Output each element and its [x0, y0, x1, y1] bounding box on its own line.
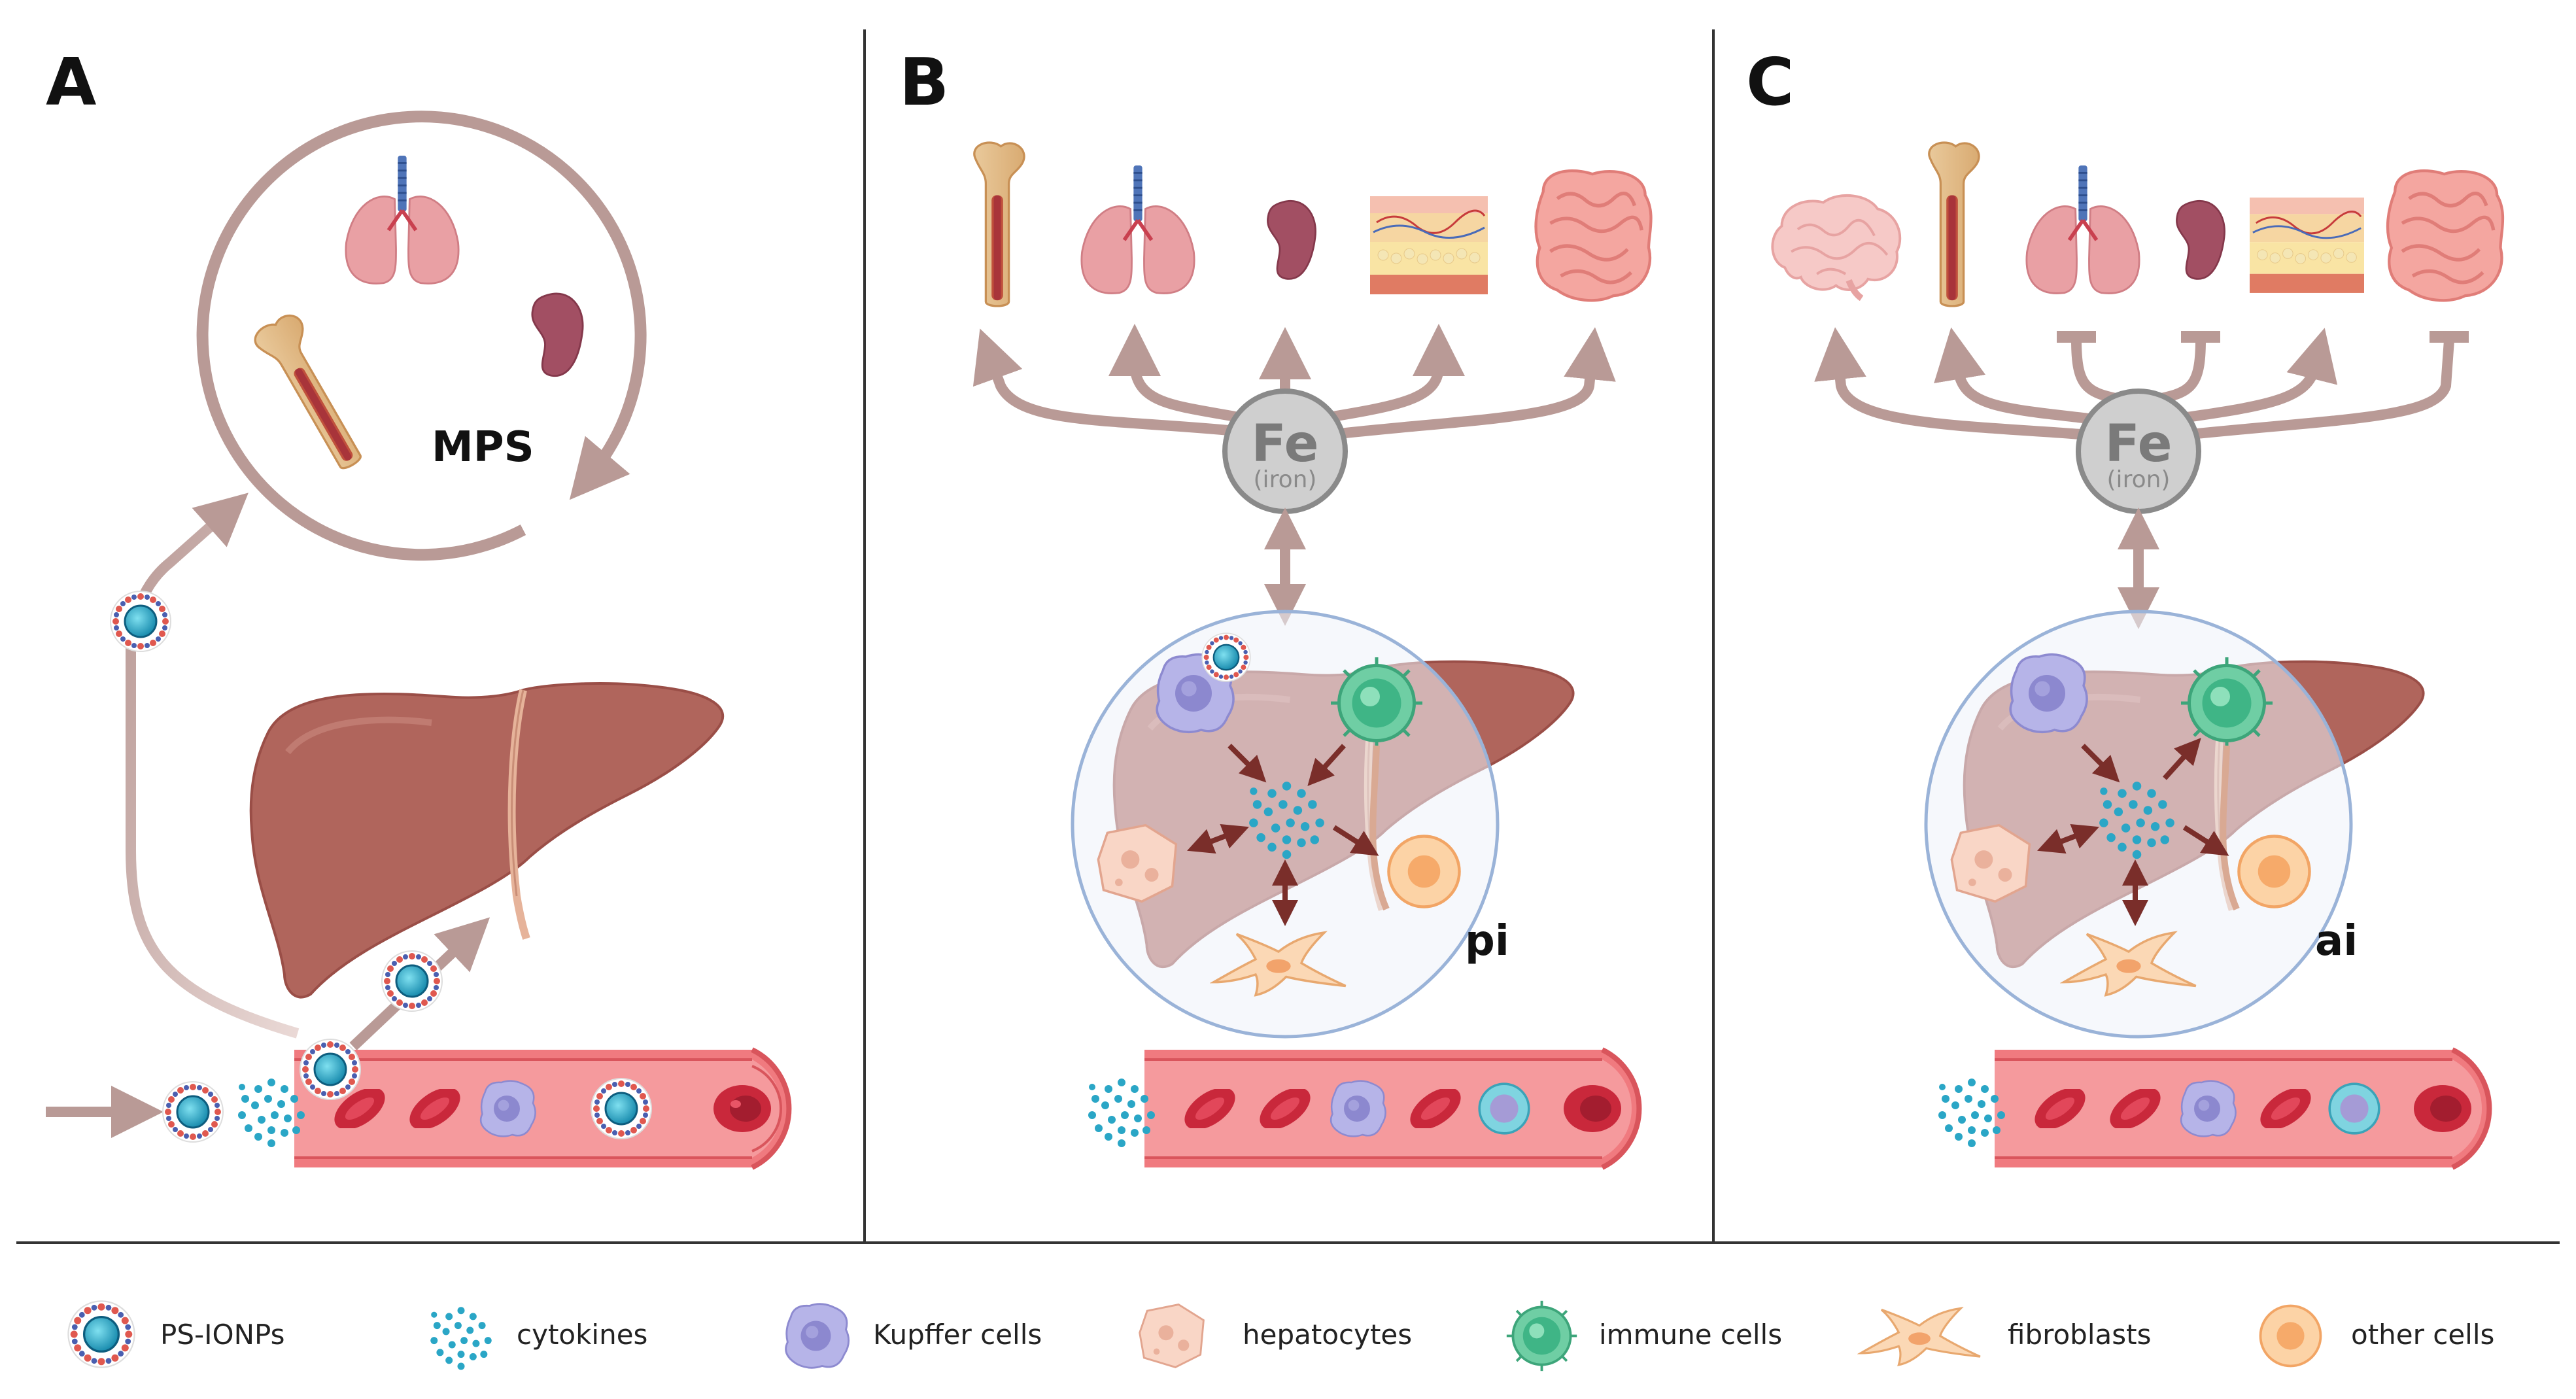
- red-blood-cell-icon: [2414, 1085, 2471, 1132]
- fibroblast-icon: [1859, 1307, 1982, 1366]
- nanoparticle-icon: [162, 1080, 224, 1143]
- intestine-icon: [2388, 171, 2503, 300]
- kupffer-cell-icon: [1330, 1080, 1386, 1137]
- panel-c-letter: C: [1746, 44, 1794, 120]
- legend: PS-IONPs cytokines Kupffer cells hepatoc…: [67, 1299, 2494, 1373]
- bone-icon: [249, 309, 377, 478]
- iron-symbol: Fe: [2104, 415, 2172, 474]
- immune-cell-icon: [1331, 657, 1422, 749]
- brain-icon: [1772, 196, 1900, 298]
- hepatocyte-icon: [1139, 1304, 1205, 1368]
- cytokine-signal-arrows: [1187, 744, 1379, 926]
- other-cell-icon: [1389, 837, 1460, 907]
- other-cell-icon: [2259, 1304, 2322, 1368]
- mps-cycle-arrow: [196, 111, 647, 561]
- nanoparticle-icon: [67, 1300, 136, 1369]
- immune-cell-icon: [2181, 657, 2273, 749]
- cytokine-signal-arrows: [2037, 738, 2229, 926]
- lungs-icon: [2027, 165, 2139, 293]
- red-blood-cell-icon: [1564, 1085, 1621, 1132]
- blood-vessel: [294, 1047, 792, 1170]
- nanoparticle-icon: [299, 1038, 362, 1101]
- bone-icon: [1928, 141, 1980, 307]
- legend-label-ps-ionps: PS-IONPs: [160, 1319, 284, 1351]
- skin-icon: [2250, 196, 2364, 294]
- legend-label-fibroblasts: fibroblasts: [2008, 1319, 2151, 1351]
- kupffer-cell-icon: [479, 1080, 536, 1137]
- iron-name: (iron): [1254, 466, 1317, 493]
- kupffer-cell-icon: [2180, 1080, 2237, 1137]
- legend-label-cytokines: cytokines: [517, 1319, 647, 1351]
- liver-icon: [251, 683, 723, 997]
- spleen-icon: [1267, 199, 1316, 280]
- legend-label-kupffer-cells: Kupffer cells: [873, 1319, 1042, 1351]
- skin-icon: [1370, 196, 1488, 294]
- bone-icon: [973, 141, 1025, 307]
- kupffer-cell-icon: [2009, 653, 2088, 734]
- red-blood-cell-icon: [713, 1085, 771, 1132]
- nanoparticle-icon: [590, 1077, 653, 1140]
- iron-symbol: Fe: [1251, 415, 1318, 474]
- hepatocyte-icon: [1097, 823, 1178, 903]
- panel-b-letter: B: [899, 44, 949, 120]
- legend-label-other-cells: other cells: [2351, 1319, 2494, 1351]
- panel-a: A MPS: [46, 44, 792, 1170]
- iron-node: Fe (iron): [1222, 389, 1348, 514]
- legend-label-hepatocytes: hepatocytes: [1243, 1319, 1412, 1351]
- fe-distribution-arrows: [1814, 327, 2454, 440]
- lungs-icon: [346, 156, 458, 283]
- mps-label: MPS: [432, 423, 534, 472]
- panel-c: C Fe (iron): [1746, 44, 2503, 1170]
- panel-b: B Fe (iron): [899, 44, 1651, 1170]
- panel-a-letter: A: [46, 44, 96, 120]
- hepatocyte-icon: [1950, 823, 2031, 903]
- immune-cell-icon: [1505, 1299, 1579, 1373]
- blood-cell-icon: [1478, 1082, 1530, 1135]
- iron-node: Fe (iron): [2076, 389, 2201, 514]
- other-cell-icon: [2239, 837, 2310, 907]
- panel-b-label: pi: [1465, 917, 1509, 965]
- panel-c-label: ai: [2315, 917, 2358, 965]
- nanoparticle-icon: [109, 590, 172, 653]
- nanoparticle-icon: [1201, 632, 1252, 683]
- nanoparticle-icon: [381, 950, 443, 1012]
- legend-label-immune-cells: immune cells: [1599, 1319, 1782, 1351]
- blood-cell-icon: [2328, 1082, 2380, 1135]
- spleen-icon: [531, 292, 584, 377]
- spleen-icon: [2176, 199, 2225, 280]
- lungs-icon: [1082, 165, 1194, 293]
- cytokines-icon: [430, 1307, 492, 1370]
- intestine-icon: [1536, 171, 1651, 300]
- iron-name: (iron): [2107, 466, 2171, 493]
- kupffer-cell-icon: [785, 1303, 850, 1369]
- np-to-mps-arrow: [126, 492, 300, 1039]
